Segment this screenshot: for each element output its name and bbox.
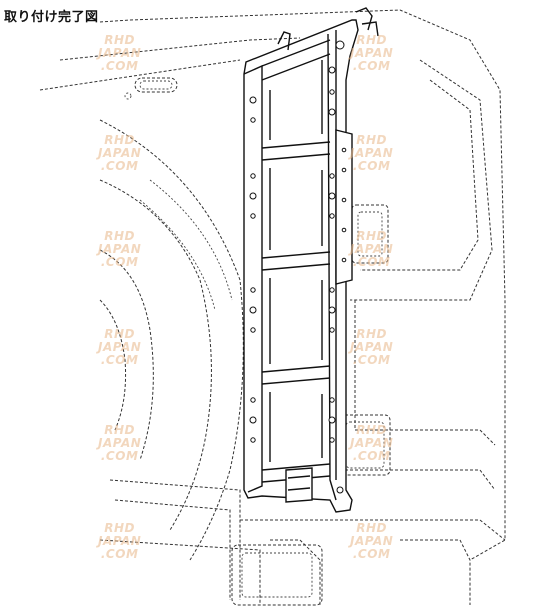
diagram-title: 取り付け完了図: [4, 10, 99, 25]
rear-reflector: [231, 544, 323, 606]
spare-tire: [99, 119, 244, 561]
marker-light: [124, 77, 178, 100]
tail-lamp-upper: [351, 204, 389, 264]
vehicle-body-outline: [39, 9, 506, 605]
ladder: [243, 7, 379, 513]
tail-lamp-lower: [339, 414, 391, 476]
